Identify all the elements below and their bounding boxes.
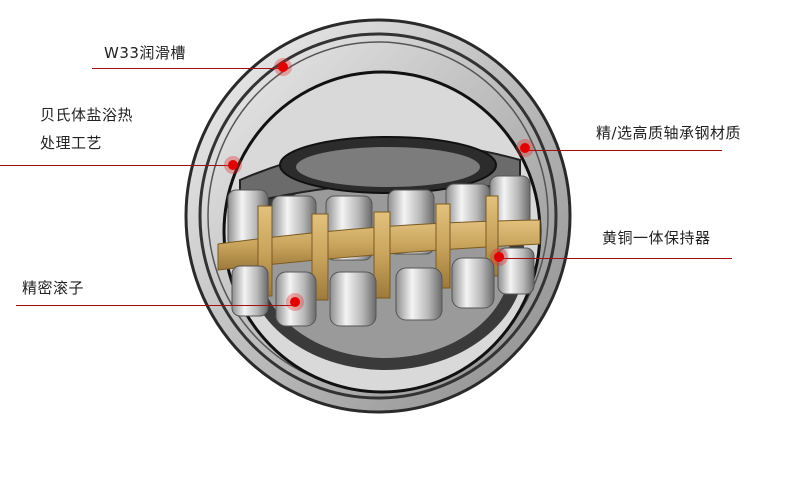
callout-lubrication-groove-label: W33润滑槽 xyxy=(104,44,186,62)
callout-rollers-line xyxy=(16,305,294,306)
callout-lubrication-groove-line xyxy=(92,68,282,69)
callout-cage-line xyxy=(500,258,732,259)
callout-material-line xyxy=(526,150,722,151)
callout-heat-treatment-label-line1: 贝氏体盐浴热 xyxy=(40,106,134,124)
callout-heat-treatment-line xyxy=(0,165,232,166)
callout-cage-marker xyxy=(494,252,504,262)
callout-rollers-marker xyxy=(290,297,300,307)
callout-material-label: 精/选高质轴承钢材质 xyxy=(596,124,742,142)
callout-heat-treatment-marker xyxy=(228,160,238,170)
callout-heat-treatment-label-line2: 处理工艺 xyxy=(40,134,103,152)
callout-material-marker xyxy=(520,143,530,153)
callout-rollers-label: 精密滚子 xyxy=(22,279,85,297)
callout-cage-label: 黄铜一体保持器 xyxy=(602,229,711,247)
callout-lubrication-groove-marker xyxy=(278,62,288,72)
